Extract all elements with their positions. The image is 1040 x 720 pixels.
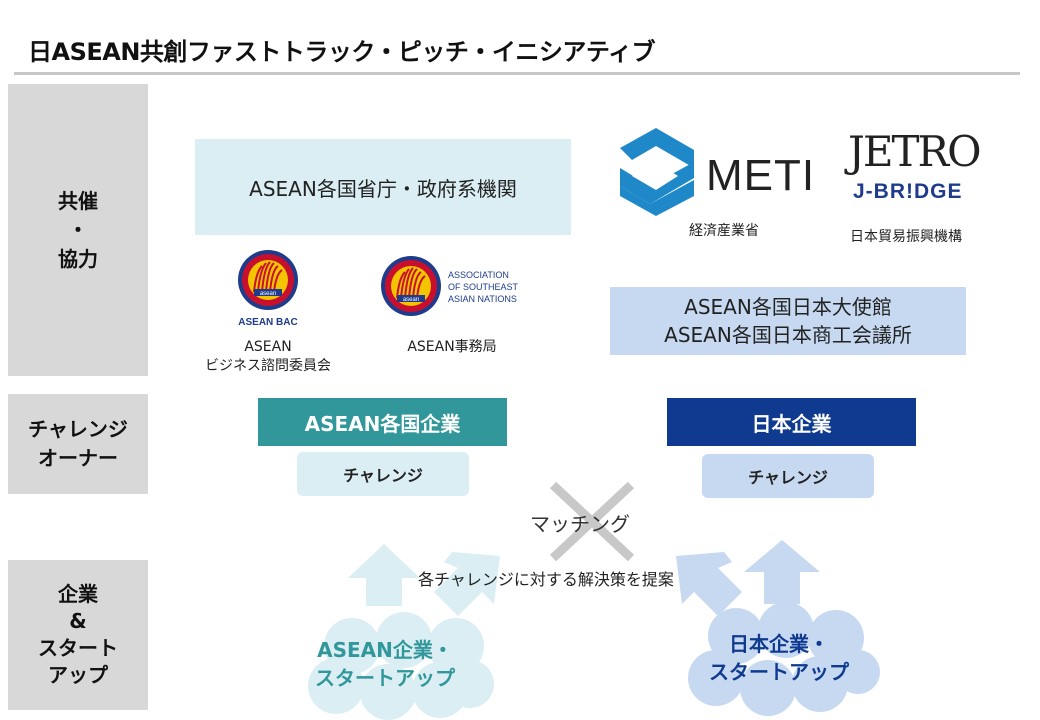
asean-startups-label: ASEAN企業・ スタートアップ bbox=[300, 636, 470, 692]
meti-logo-text: METI bbox=[706, 151, 815, 200]
jbridge-logo-text: J-BR!DGE bbox=[853, 180, 963, 203]
asean-challenge-box: チャレンジ bbox=[297, 452, 469, 496]
asean-bac-logo-inner-text: asean bbox=[260, 291, 276, 297]
jetro-logo-text: JETRO bbox=[844, 127, 980, 176]
asean-sec-logo-text-3: ASIAN NATIONS bbox=[448, 294, 517, 304]
page-title: 日ASEAN共創ファストトラック・ピッチ・イニシアティブ bbox=[28, 38, 656, 66]
row-label-companies-line2: & bbox=[69, 609, 87, 633]
row-label-cohost-line3: 協力 bbox=[58, 246, 98, 271]
asean-startups-line2: スタートアップ bbox=[315, 666, 455, 690]
japan-companies-owner-box: 日本企業 bbox=[667, 398, 916, 446]
asean-government-box: ASEAN各国省庁・政府系機関 bbox=[195, 139, 571, 235]
japan-startups-label: 日本企業・ スタートアップ bbox=[694, 630, 864, 686]
asean-secretariat-logo: asean ASSOCIATION OF SOUTHEAST ASIAN NAT… bbox=[381, 256, 519, 316]
jetro-logo: JETRO J-BR!DGE bbox=[844, 127, 982, 203]
meti-logo: METI bbox=[620, 128, 815, 216]
asean-bac-logo: asean ASEAN BAC bbox=[238, 250, 298, 328]
asean-up-arrow-icon bbox=[348, 544, 420, 606]
meti-caption: 経済産業省 bbox=[689, 223, 759, 239]
row-label-companies-line4: アップ bbox=[48, 663, 108, 687]
asean-bac-caption-line1: ASEAN bbox=[244, 339, 292, 355]
matching-label: マッチング bbox=[530, 512, 630, 536]
row-label-owner-line2: オーナー bbox=[38, 446, 118, 470]
japan-diagonal-arrow-icon bbox=[676, 552, 742, 616]
row-label-cohost-line2: ・ bbox=[68, 217, 88, 242]
asean-sec-logo-text-2: OF SOUTHEAST bbox=[448, 282, 519, 292]
asean-companies-owner-box: ASEAN各国企業 bbox=[258, 398, 507, 446]
row-label-companies-line3: スタート bbox=[38, 636, 118, 660]
japan-startups-line2: スタートアップ bbox=[709, 660, 849, 684]
japan-challenge-box: チャレンジ bbox=[702, 454, 874, 498]
jetro-caption: 日本貿易振興機構 bbox=[850, 229, 962, 245]
row-label-companies: 企業 & スタート アップ bbox=[8, 560, 148, 710]
asean-startups-line1: ASEAN企業・ bbox=[317, 638, 453, 662]
propose-solutions-label: 各チャレンジに対する解決策を提案 bbox=[418, 570, 674, 589]
japan-startups-line1: 日本企業・ bbox=[729, 632, 829, 656]
asean-sec-caption: ASEAN事務局 bbox=[407, 339, 497, 355]
embassy-line: ASEAN各国日本大使館 bbox=[684, 295, 892, 319]
row-label-challenge-owner: チャレンジ オーナー bbox=[8, 394, 148, 494]
japan-up-arrow-icon bbox=[744, 540, 820, 604]
row-label-cohost: 共催 ・ 協力 bbox=[8, 84, 148, 376]
row-label-cohost-line1: 共催 bbox=[58, 188, 98, 213]
chamber-line: ASEAN各国日本商工会議所 bbox=[664, 323, 912, 347]
asean-sec-logo-text-1: ASSOCIATION bbox=[448, 270, 509, 280]
row-label-companies-line1: 企業 bbox=[58, 582, 98, 606]
row-label-owner-line1: チャレンジ bbox=[28, 417, 128, 441]
asean-bac-logo-text: ASEAN BAC bbox=[238, 317, 297, 328]
embassy-chamber-box: ASEAN各国日本大使館 ASEAN各国日本商工会議所 bbox=[610, 287, 966, 355]
title-divider bbox=[14, 72, 1020, 75]
asean-sec-logo-inner-text: asean bbox=[403, 297, 419, 303]
asean-bac-caption-line2: ビジネス諮問委員会 bbox=[205, 357, 331, 374]
asean-bac-caption: ASEAN ビジネス諮問委員会 bbox=[196, 338, 340, 376]
